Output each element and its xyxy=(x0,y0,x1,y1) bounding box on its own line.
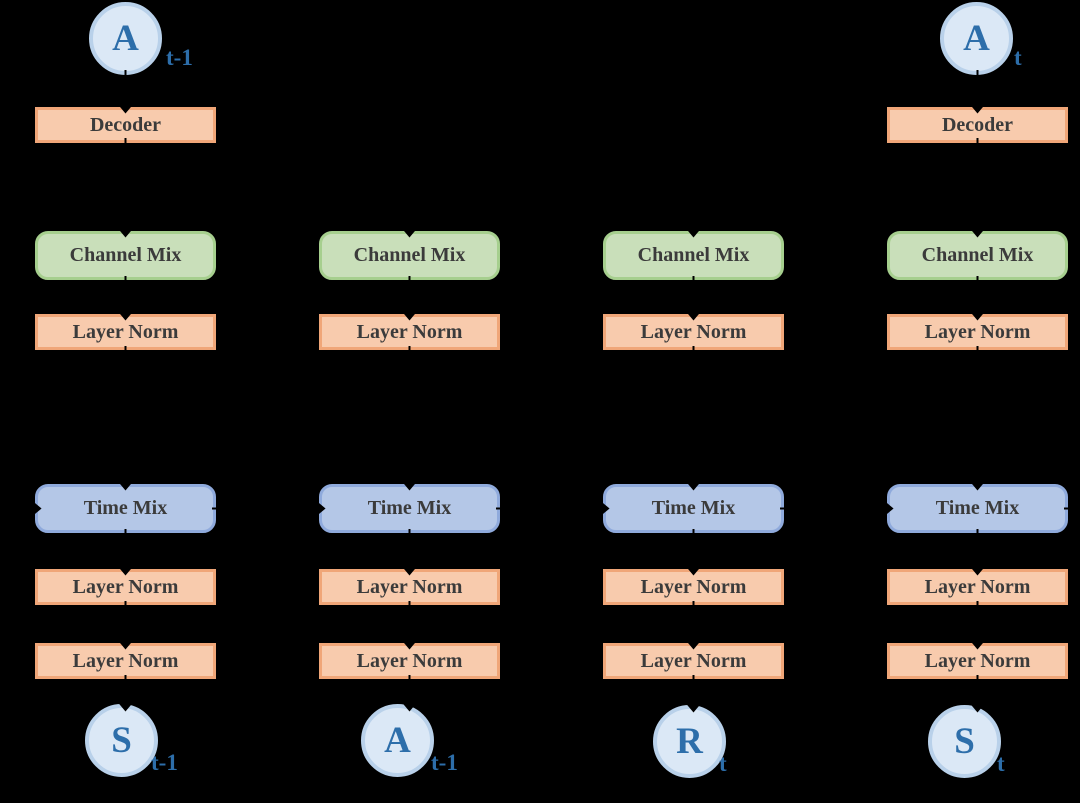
time-mix-label: Time Mix xyxy=(935,497,1020,519)
layer-norm-label: Layer Norm xyxy=(356,649,463,672)
layer-norm-label: Layer Norm xyxy=(640,320,747,343)
token-circle-action-top-right: A xyxy=(940,2,1013,75)
layer-norm-box: Layer Norm xyxy=(603,569,784,605)
time-mix-label: Time Mix xyxy=(651,497,736,519)
token-subscript: t-1 xyxy=(151,750,178,775)
layer-norm-label: Layer Norm xyxy=(356,575,463,598)
channel-mix-box: Channel Mix xyxy=(603,231,784,280)
time-mix-box: Time Mix xyxy=(887,484,1068,533)
layer-norm-label: Layer Norm xyxy=(72,649,179,672)
layer-norm-box: Layer Norm xyxy=(603,314,784,350)
token-subscript: t xyxy=(1014,45,1022,70)
layer-norm-box: Layer Norm xyxy=(35,569,216,605)
token-letter: S xyxy=(954,721,975,762)
layer-norm-label: Layer Norm xyxy=(356,320,463,343)
channel-mix-label: Channel Mix xyxy=(637,244,750,266)
layer-norm-box: Layer Norm xyxy=(319,569,500,605)
layer-norm-box: Layer Norm xyxy=(319,314,500,350)
time-mix-box: Time Mix xyxy=(319,484,500,533)
decoder-label: Decoder xyxy=(941,113,1014,136)
token-letter: A xyxy=(384,720,411,761)
token-subscript: t xyxy=(719,751,727,776)
channel-mix-label: Channel Mix xyxy=(69,244,182,266)
channel-mix-label: Channel Mix xyxy=(921,244,1034,266)
decoder-box: Decoder xyxy=(35,107,216,143)
token-subscript: t-1 xyxy=(166,45,193,70)
token-circle-state: S xyxy=(928,705,1001,778)
token-letter: R xyxy=(676,721,703,762)
token-circle-action-top-left: A xyxy=(89,2,162,75)
token-letter: S xyxy=(111,720,132,761)
token-circle-action-prev: A xyxy=(361,704,434,777)
layer-norm-label: Layer Norm xyxy=(72,575,179,598)
token-circle-return: R xyxy=(653,705,726,778)
layer-norm-label: Layer Norm xyxy=(924,320,1031,343)
time-mix-label: Time Mix xyxy=(367,497,452,519)
token-subscript: t-1 xyxy=(431,750,458,775)
layer-norm-box: Layer Norm xyxy=(35,314,216,350)
channel-mix-box: Channel Mix xyxy=(887,231,1068,280)
channel-mix-box: Channel Mix xyxy=(319,231,500,280)
layer-norm-box: Layer Norm xyxy=(887,314,1068,350)
layer-norm-box: Layer Norm xyxy=(887,643,1068,679)
decoder-box: Decoder xyxy=(887,107,1068,143)
channel-mix-label: Channel Mix xyxy=(353,244,466,266)
layer-norm-box: Layer Norm xyxy=(887,569,1068,605)
layer-norm-label: Layer Norm xyxy=(924,649,1031,672)
channel-mix-box: Channel Mix xyxy=(35,231,216,280)
time-mix-label: Time Mix xyxy=(83,497,168,519)
time-mix-box: Time Mix xyxy=(603,484,784,533)
layer-norm-label: Layer Norm xyxy=(924,575,1031,598)
token-letter: A xyxy=(963,18,990,59)
layer-norm-label: Layer Norm xyxy=(640,575,747,598)
layer-norm-box: Layer Norm xyxy=(319,643,500,679)
layer-norm-label: Layer Norm xyxy=(72,320,179,343)
layer-norm-label: Layer Norm xyxy=(640,649,747,672)
layer-norm-box: Layer Norm xyxy=(35,643,216,679)
token-circle-state-prev: S xyxy=(85,704,158,777)
token-letter: A xyxy=(112,18,139,59)
layer-norm-box: Layer Norm xyxy=(603,643,784,679)
time-mix-box: Time Mix xyxy=(35,484,216,533)
token-subscript: t xyxy=(997,751,1005,776)
decoder-label: Decoder xyxy=(89,113,162,136)
